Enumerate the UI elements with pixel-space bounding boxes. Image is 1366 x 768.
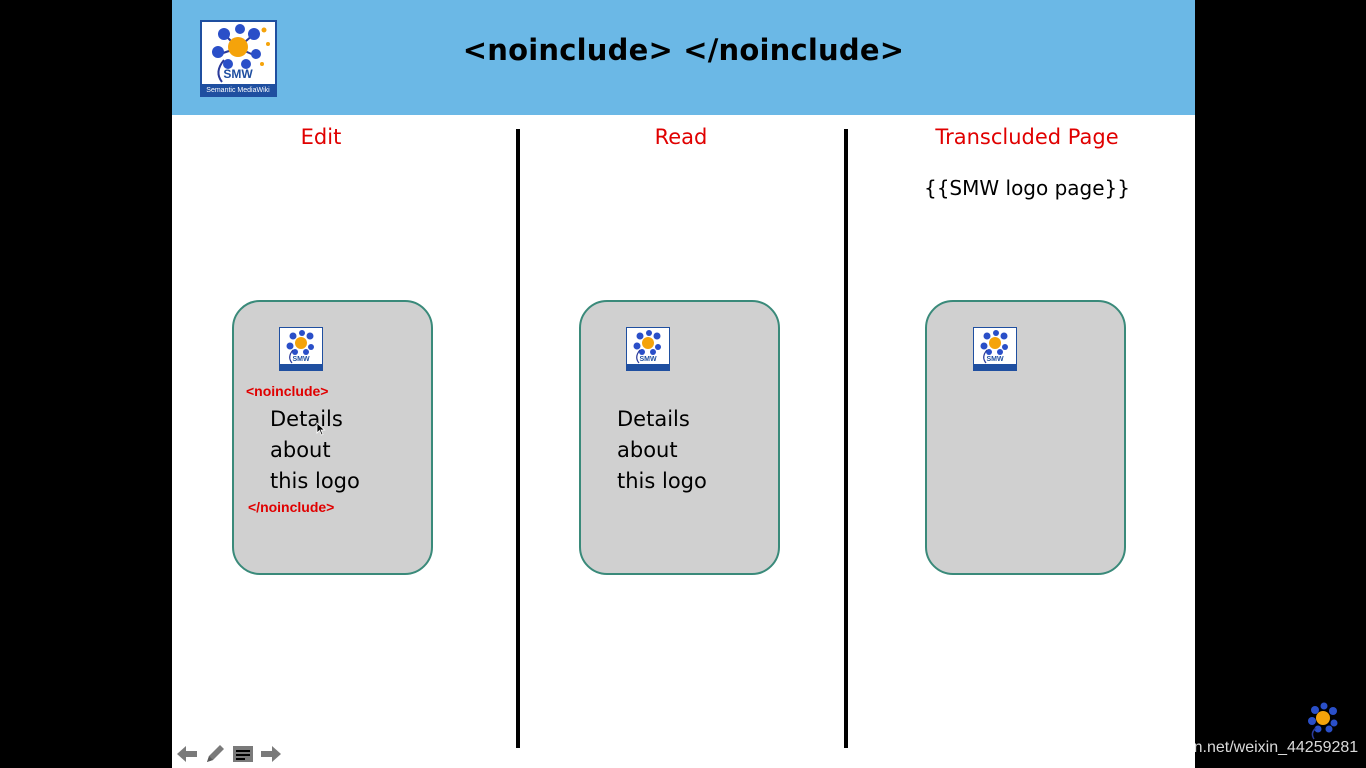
edit-card: SMW <noinclude> Details about this logo … [232,300,433,575]
read-card: SMW Details about this logo [579,300,780,575]
details-line: about [270,438,331,462]
slide-navigation [175,742,283,766]
pen-tool-button[interactable] [203,742,227,766]
details-line: this logo [617,469,707,493]
svg-text:SMW: SMW [223,67,253,81]
heading-transcluded-page: Transcluded Page [935,125,1119,149]
watermark-url: https://blog.csdn.net/weixin_44259281 [1086,739,1359,756]
details-line: about [617,438,678,462]
column-divider [516,129,520,748]
arrow-left-icon [177,746,197,762]
smw-logo-icon: SMW Semantic MediaWiki [200,20,277,97]
slide-title: <noinclude> </noinclude> [462,33,905,67]
details-line: Details [270,407,343,431]
heading-edit: Edit [300,125,342,149]
details-line: this logo [270,469,360,493]
smw-logo-icon: SMW [279,327,323,371]
heading-read: Read [654,125,708,149]
noinclude-close-tag: </noinclude> [248,499,335,515]
arrow-right-icon [261,746,281,762]
svg-text:Semantic MediaWiki: Semantic MediaWiki [206,87,270,94]
transcluded-card: SMW [925,300,1126,575]
menu-icon [233,746,253,762]
svg-text:SMW: SMW [639,356,657,363]
next-slide-button[interactable] [259,742,283,766]
slide-header: SMW Semantic MediaWiki <noinclude> </noi… [172,0,1195,115]
smw-logo-icon: SMW [626,327,670,371]
noinclude-open-tag: <noinclude> [246,383,329,399]
column-divider [844,129,848,748]
details-text: Details about this logo [617,404,707,497]
mouse-cursor-icon [316,422,326,436]
previous-slide-button[interactable] [175,742,199,766]
smw-logo-icon: SMW [973,327,1017,371]
pen-icon [207,745,224,762]
svg-text:SMW: SMW [986,356,1004,363]
svg-text:SMW: SMW [292,356,310,363]
details-text: Details about this logo [270,404,360,497]
slide-menu-button[interactable] [231,742,255,766]
transclusion-code: {{SMW logo page}} [923,176,1130,200]
details-line: Details [617,407,690,431]
smw-corner-logo-icon [1308,702,1338,740]
slide: SMW Semantic MediaWiki <noinclude> </noi… [172,0,1195,768]
